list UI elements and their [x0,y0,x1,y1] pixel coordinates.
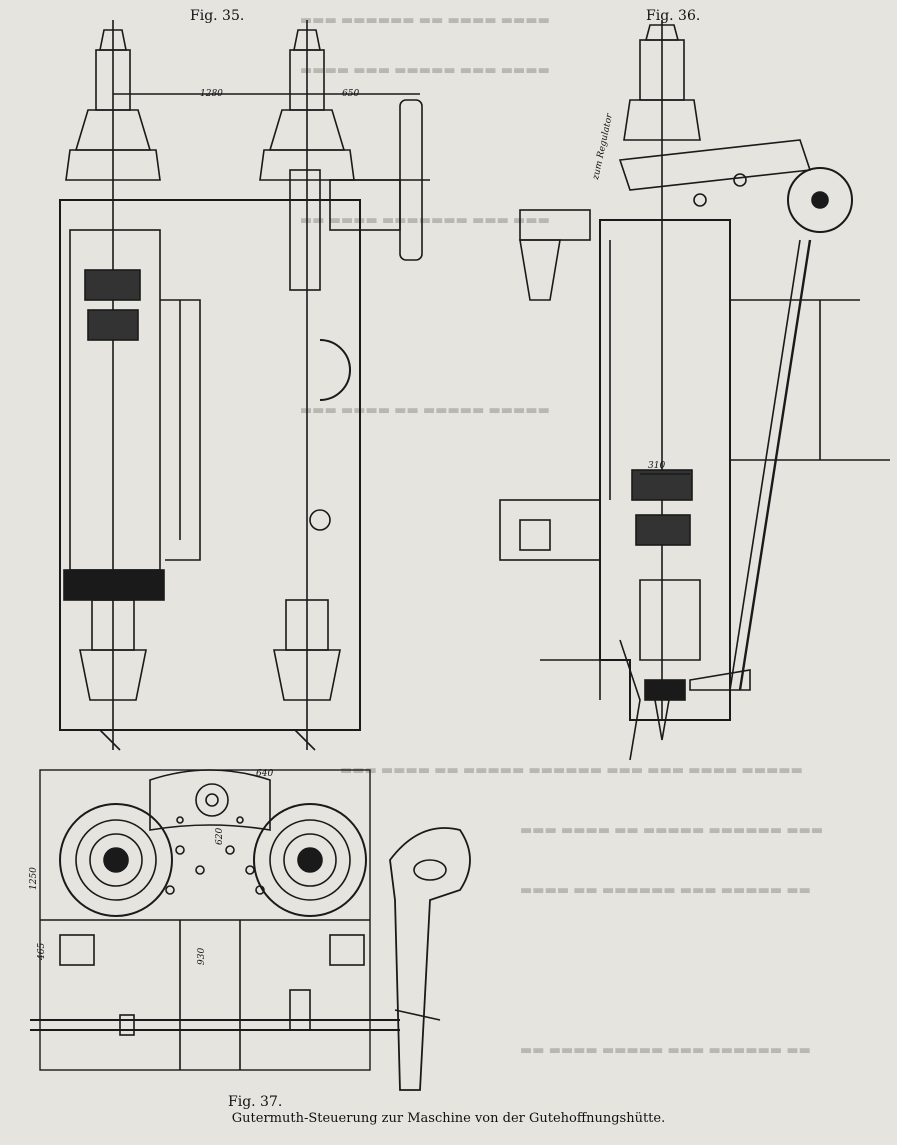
figure-caption: Gutermuth-Steuerung zur Maschine von der… [231,1111,666,1126]
dim-310: 310 [648,461,665,471]
dim-930: 930 [197,948,207,965]
dim-640: 640 [256,769,273,779]
dim-650: 650 [342,89,359,99]
figure-37-drawing [30,769,471,1091]
figure-35-label: Fig. 35. [190,8,245,24]
annotation-zum-regulator: zum Regulator [591,112,615,181]
dim-620: 620 [215,828,225,845]
figure-37-label: Fig. 37. [228,1094,283,1110]
dim-465: 465 [37,943,47,961]
dim-1250: 1250 [29,867,39,890]
figure-36-label: Fig. 36. [646,8,701,24]
dim-1280: 1280 [200,89,223,99]
figure-36-drawing [499,20,890,761]
figure-35-drawing [59,20,430,751]
